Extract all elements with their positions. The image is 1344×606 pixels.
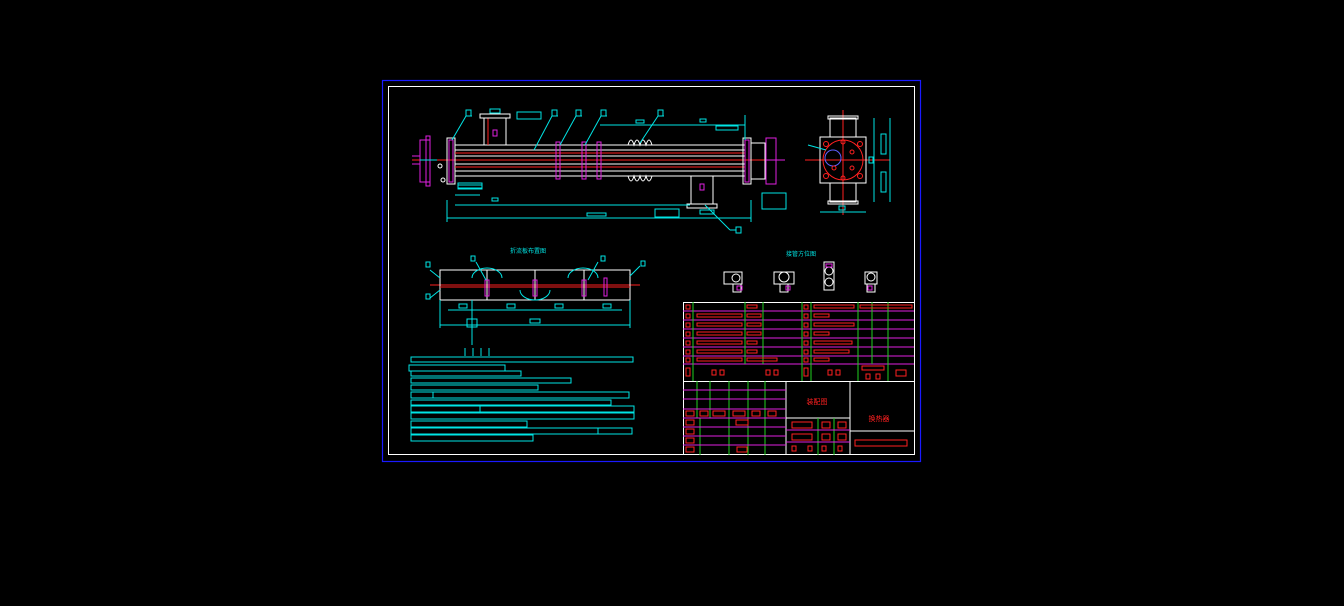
baffle-layout-title: 折流板布置图 [510, 247, 546, 255]
main-elevation-view [412, 108, 787, 234]
parts-list-table [683, 302, 915, 382]
title-block [683, 381, 915, 455]
sheet-outer-border [381, 79, 922, 463]
nozzle-orientation-title: 接管方位图 [786, 250, 816, 258]
title-block-drawing-name: 装配图 [807, 397, 828, 406]
title-block-school-name: 换热器 [869, 414, 890, 423]
baffle-layout-view [425, 255, 646, 356]
end-view [805, 110, 891, 215]
nozzle-orientation-view [723, 261, 878, 293]
sheet-inner-border [388, 86, 915, 455]
technical-requirements-lines [408, 356, 635, 442]
